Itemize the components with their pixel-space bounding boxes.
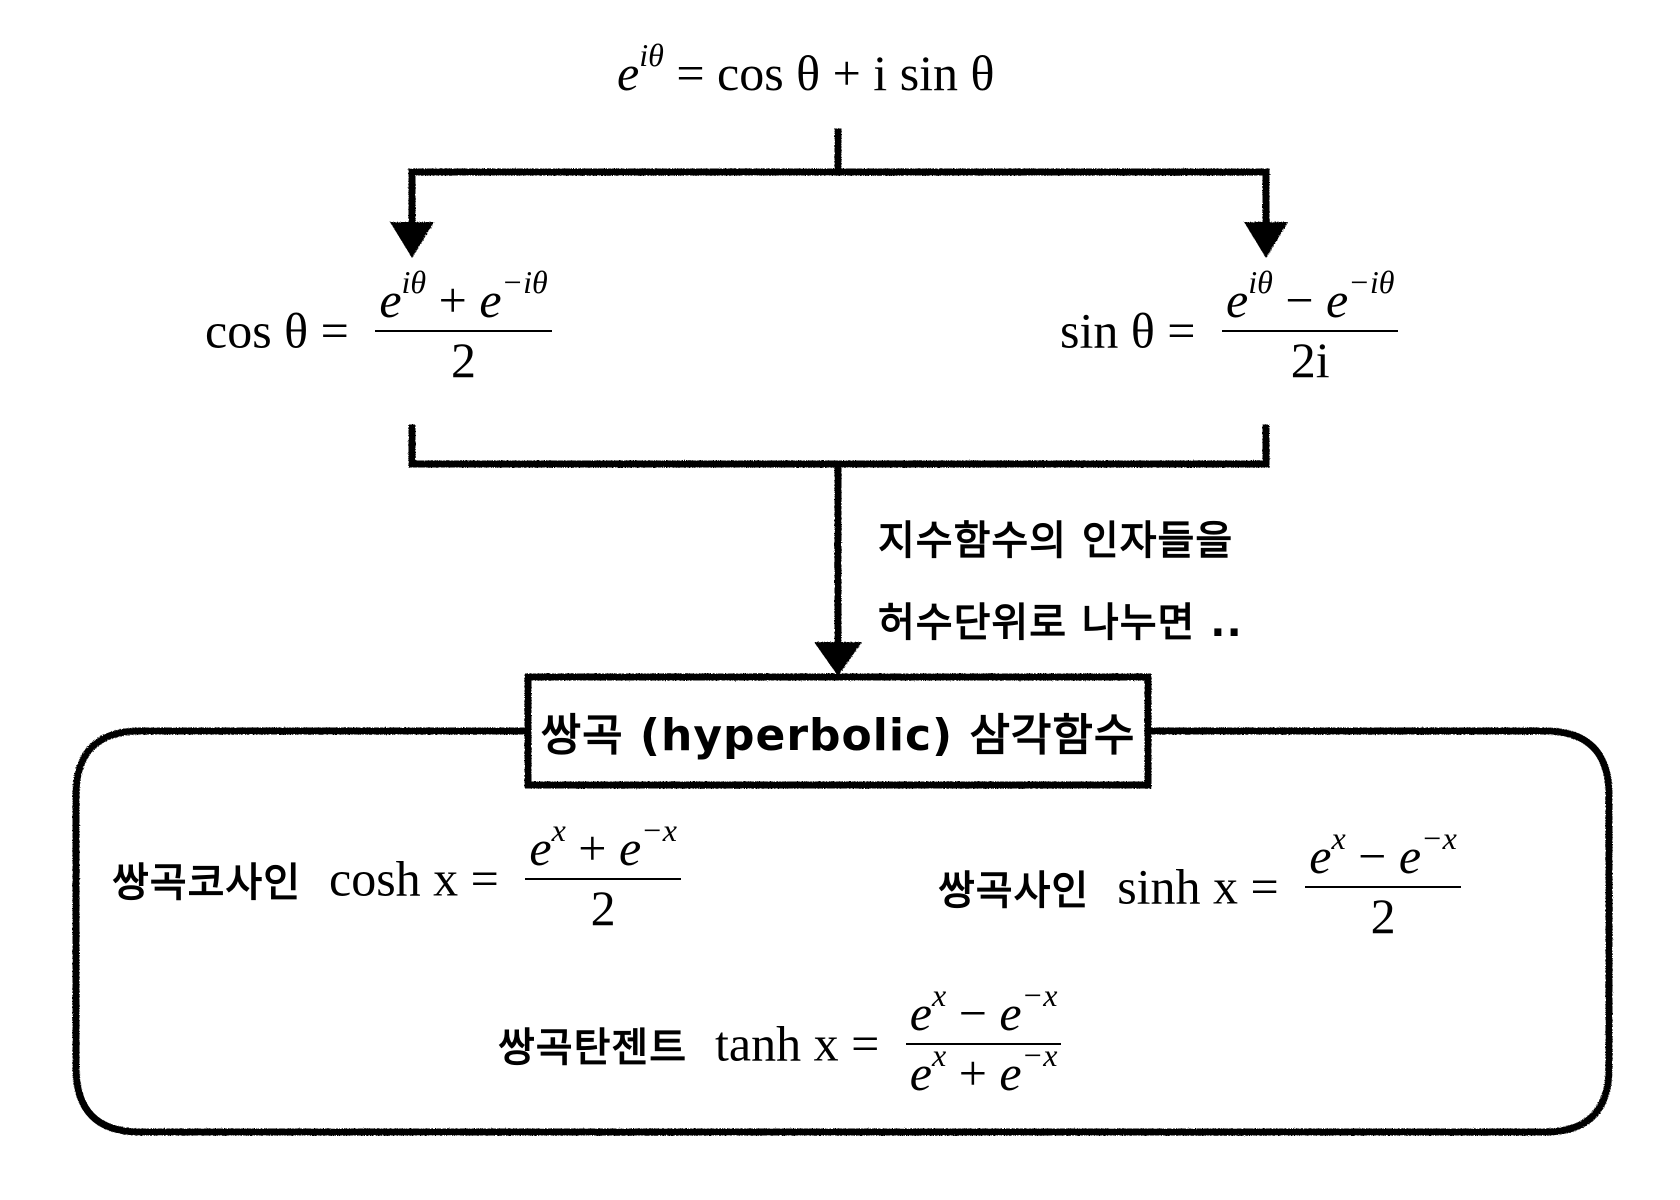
arrow-down-icon [390,222,434,258]
merge-bracket [408,424,1270,652]
sinh-row: 쌍곡사인 sinh x = ex − e−x 2 [938,822,1461,945]
cosh-row: 쌍곡코사인 cosh x = ex + e−x 2 [112,814,681,937]
hyperbolic-container-border [72,727,1613,1136]
annotation-line-2: 허수단위로 나누면 .. [878,600,1243,646]
annotation-line-1: 지수함수의 인자들을 [878,518,1234,564]
cos-formula: cos θ = eiθ + e−iθ 2 [205,266,552,389]
euler-formula: eiθ = cos θ + i sin θ [617,37,995,101]
tanh-formula: tanh x = ex − e−x ex + e−x [715,979,1062,1102]
tanh-label: 쌍곡탄젠트 [498,1024,687,1071]
cosh-formula: cosh x = ex + e−x 2 [329,814,681,937]
tanh-row: 쌍곡탄젠트 tanh x = ex − e−x ex + e−x [498,979,1062,1102]
cosh-label: 쌍곡코사인 [112,859,301,906]
arrow-down-icon [1244,222,1288,258]
arrow-down-icon [814,642,862,676]
sinh-label: 쌍곡사인 [938,867,1090,914]
sin-formula: sin θ = eiθ − e−iθ 2i [1060,266,1399,389]
split-connector [408,128,1270,232]
sinh-formula: sinh x = ex − e−x 2 [1117,822,1461,945]
section-title: 쌍곡 (hyperbolic) 삼각함수 [540,710,1136,761]
